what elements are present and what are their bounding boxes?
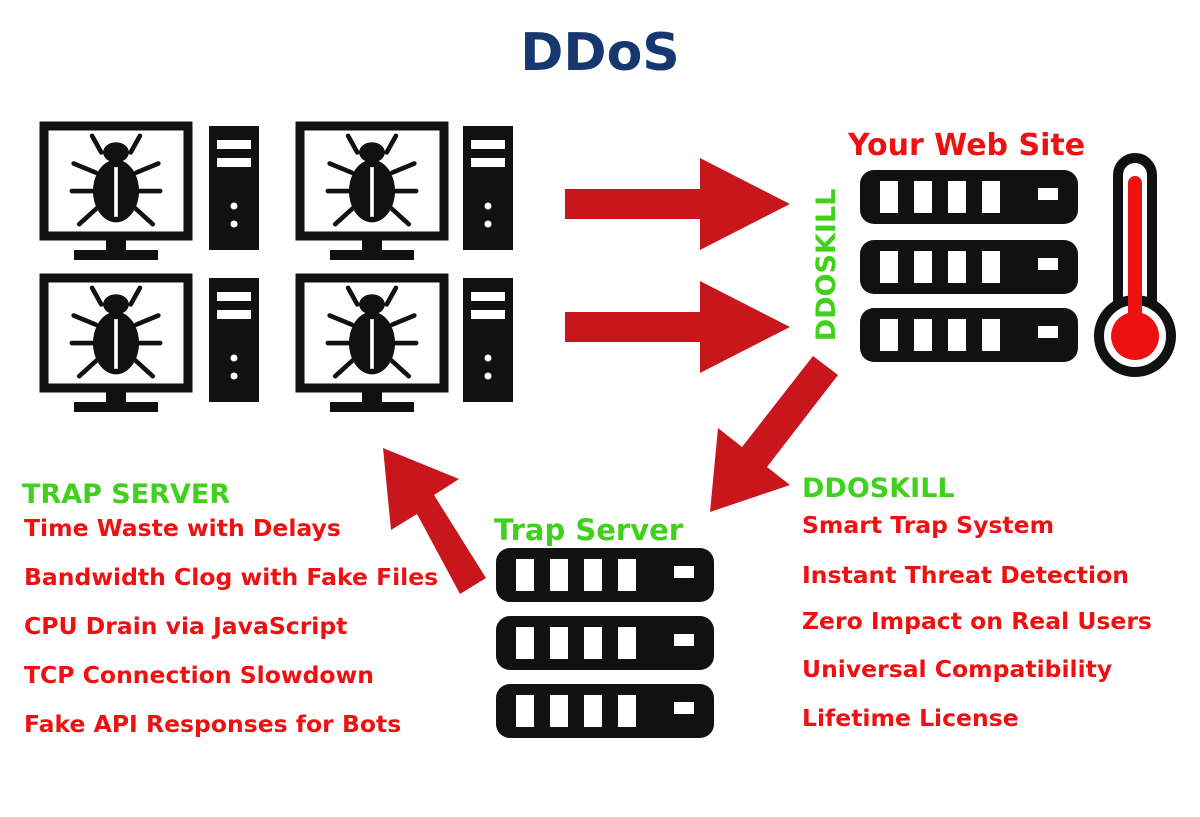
server-rack-icon [496,684,714,738]
attack-arrow-top [565,158,790,250]
trap-server-heading: TRAP SERVER [22,479,231,510]
tower-pc-icon [209,126,259,250]
infected-pc-4 [300,278,513,412]
infected-pc-3 [44,278,259,412]
return-arrow [383,448,486,594]
tower-pc-icon [463,278,513,402]
server-rack-icon [496,616,714,670]
infected-pc-2 [300,126,513,260]
tower-pc-icon [463,126,513,250]
web-site-label: Your Web Site [848,128,1086,163]
list-item: Lifetime License [802,704,1019,732]
bug-icon [300,278,444,412]
tower-pc-icon [209,278,259,402]
ddoskill-heading: DDOSKILL [802,473,955,504]
trap-server-stack [496,548,714,738]
list-item: Universal Compatibility [802,655,1113,683]
server-rack-icon [860,308,1078,362]
bug-icon [44,126,188,260]
server-rack-icon [860,170,1078,224]
infected-pc-1 [44,126,259,260]
list-item: Time Waste with Delays [24,514,341,542]
list-item: CPU Drain via JavaScript [24,612,348,640]
web-site-server-stack [860,170,1078,362]
page-title: DDoS [520,23,680,83]
bug-icon [44,278,188,412]
list-item: Bandwidth Clog with Fake Files [24,563,439,591]
server-rack-icon [496,548,714,602]
list-item: Fake API Responses for Bots [24,710,402,738]
bug-icon [300,126,444,260]
vertical-brand-label: DDOSKILL [811,188,842,342]
server-rack-icon [860,240,1078,294]
attack-arrow-bottom [565,281,790,373]
list-item: Instant Threat Detection [802,561,1129,589]
list-item: Smart Trap System [802,511,1055,539]
list-item: Zero Impact on Real Users [802,607,1152,635]
trap-server-label: Trap Server [494,513,684,547]
list-item: TCP Connection Slowdown [24,661,374,689]
thermometer-icon [1094,153,1176,377]
redirect-arrow [710,356,838,512]
